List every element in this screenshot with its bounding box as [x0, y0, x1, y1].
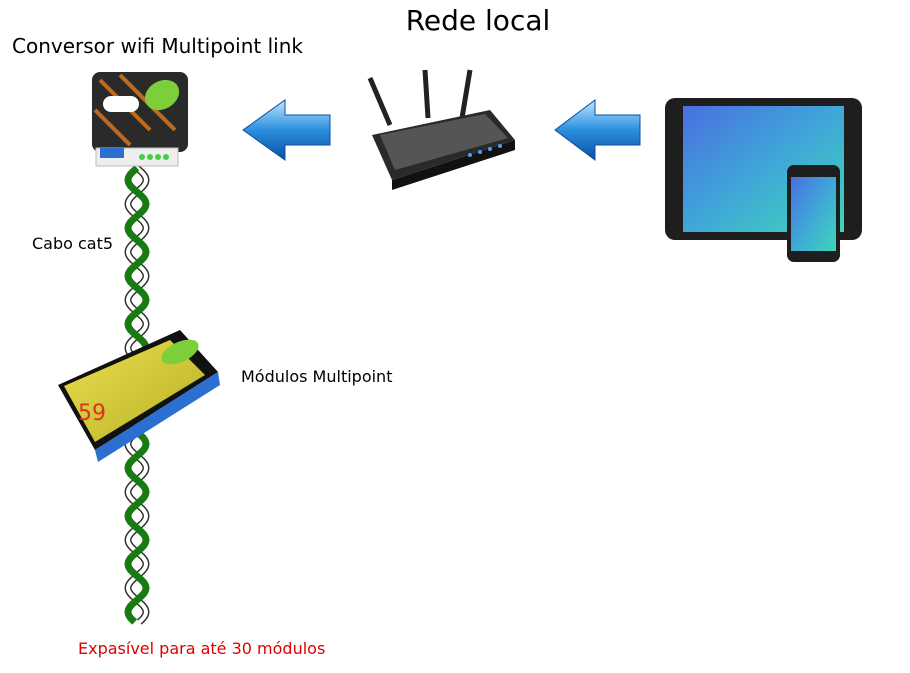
svg-text:59: 59 — [78, 401, 106, 426]
cable-label: Cabo cat5 — [32, 234, 114, 253]
smartphone-device — [787, 165, 840, 262]
converter-label: Conversor wifi Multipoint link — [12, 34, 303, 58]
arrow-left-icon — [242, 99, 331, 161]
modules-label: Módulos Multipoint — [241, 367, 393, 386]
wifi-converter-device — [92, 72, 188, 167]
wifi-router — [367, 69, 515, 190]
expandable-note: Expasível para até 30 módulos — [78, 639, 326, 658]
arrow-left-icon — [554, 99, 641, 161]
multipoint-module-device: 59 — [58, 330, 220, 462]
diagram-title: Rede local — [405, 4, 551, 37]
